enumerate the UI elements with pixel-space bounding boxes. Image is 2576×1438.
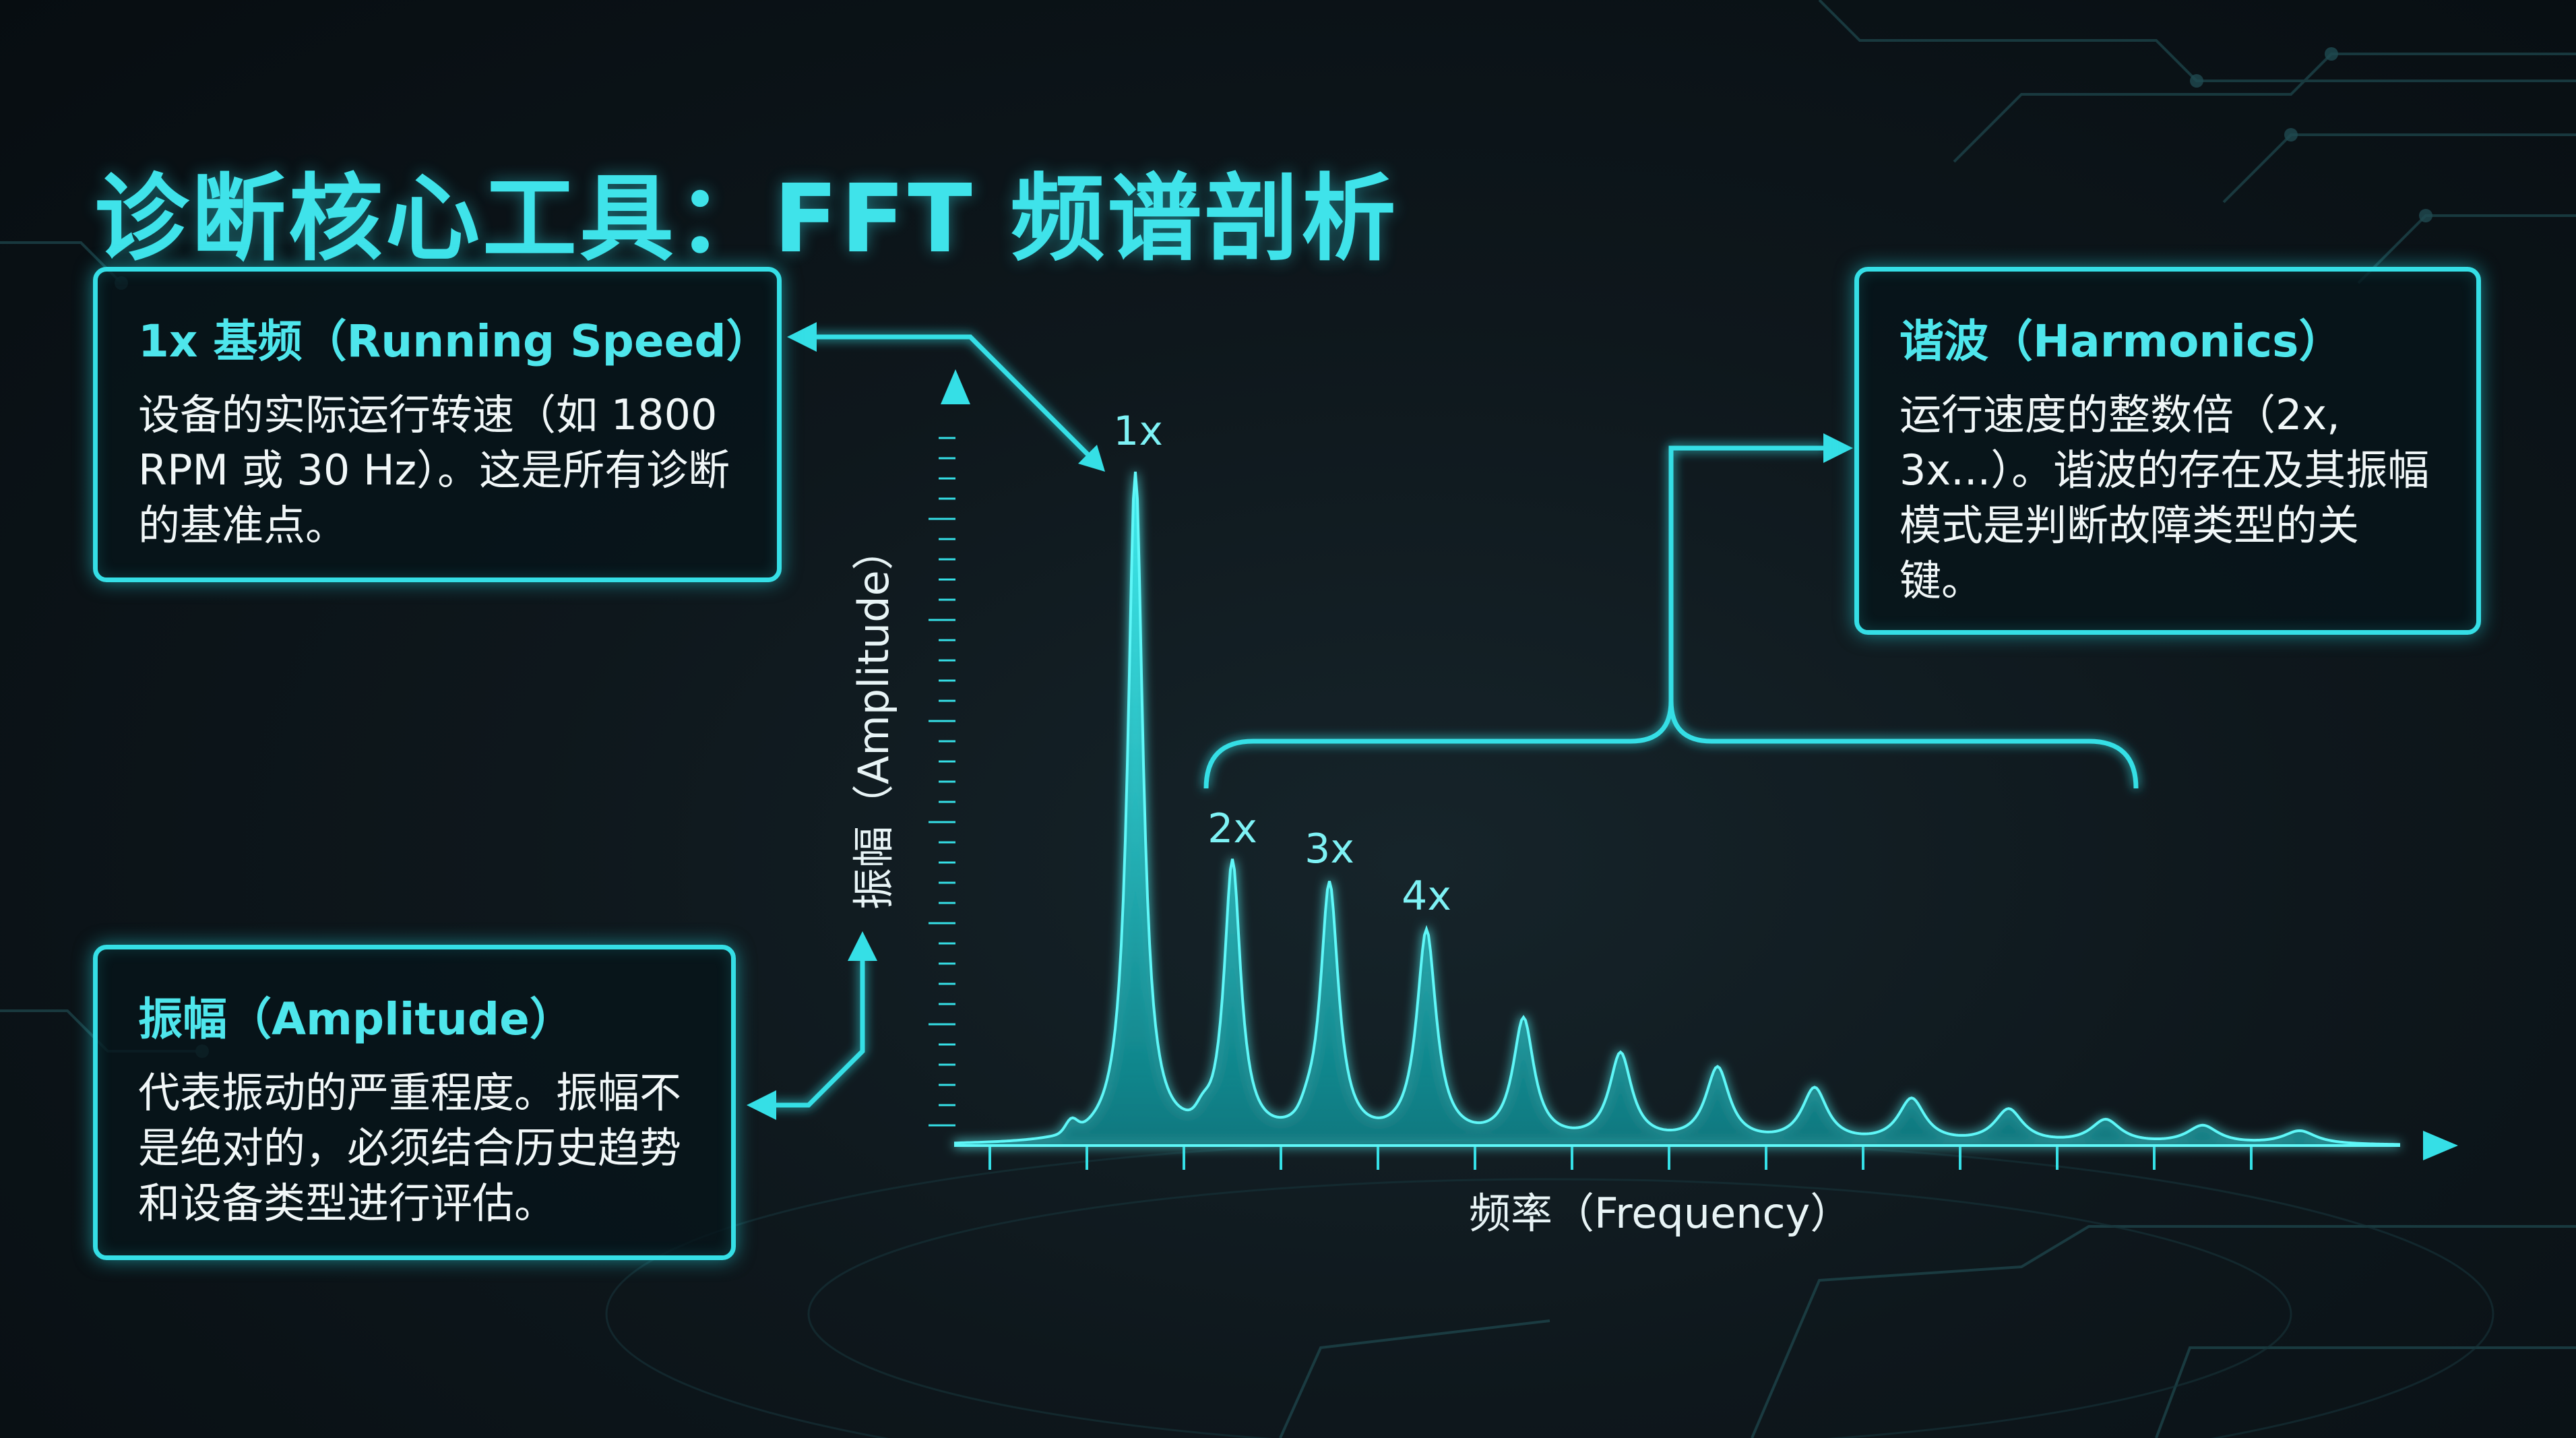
peak-label-2x: 2x: [1207, 805, 1257, 852]
x-axis-ticks: [988, 1146, 2253, 1170]
peak-label-4x: 4x: [1402, 873, 1451, 920]
spectrum-curve: [954, 471, 2400, 1147]
x-axis-arrow-icon: [2423, 1131, 2458, 1160]
amplitude-info-box: 振幅（Amplitude） 代表振动的严重程度。振幅不是绝对的，必须结合历史趋势…: [93, 945, 736, 1260]
x-axis-label: 频率（Frequency）: [1469, 1189, 1852, 1238]
harmonics-title: 谐波（Harmonics）: [1899, 315, 2344, 367]
amplitude-connector: [768, 957, 865, 1108]
amplitude-title: 振幅（Amplitude）: [138, 993, 574, 1045]
fundamental-info-box: 1x 基频（Running Speed） 设备的实际运行转速（如 1800 RP…: [93, 267, 782, 582]
page-title: 诊断核心工具：FFT 频谱剖析: [94, 164, 1399, 274]
amplitude-arrow-left-icon: [747, 1090, 776, 1120]
fundamental-arrow-left-icon: [787, 322, 817, 352]
fundamental-body: 设备的实际运行转速（如 1800 RPM 或 30 Hz）。这是所有诊断的基准点…: [138, 390, 730, 550]
harmonics-body: 运行速度的整数倍（2x, 3x...）。谐波的存在及其振幅模式是判断故障类型的关…: [1899, 390, 2430, 605]
harmonics-bracket: [1203, 445, 2139, 789]
amplitude-arrow-up-icon: [848, 931, 877, 961]
peak-labels: 1x 2x 3x 4x: [1113, 408, 1451, 920]
peak-label-3x: 3x: [1305, 825, 1354, 873]
y-axis-label: 振幅（Amplitude）: [849, 528, 898, 910]
fundamental-arrow-peak-icon: [1078, 445, 1105, 472]
fundamental-connector: [809, 334, 1094, 460]
harmonics-info-box: 谐波（Harmonics） 运行速度的整数倍（2x, 3x...）。谐波的存在及…: [1854, 267, 2481, 635]
y-axis-ticks: [929, 437, 955, 1127]
harmonics-arrow-icon: [1823, 433, 1853, 463]
peak-label-1x: 1x: [1113, 408, 1163, 455]
y-axis-arrow-icon: [941, 369, 970, 404]
amplitude-body: 代表振动的严重程度。振幅不是绝对的，必须结合历史趋势和设备类型进行评估。: [138, 1068, 682, 1228]
fundamental-title: 1x 基频（Running Speed）: [138, 315, 771, 367]
